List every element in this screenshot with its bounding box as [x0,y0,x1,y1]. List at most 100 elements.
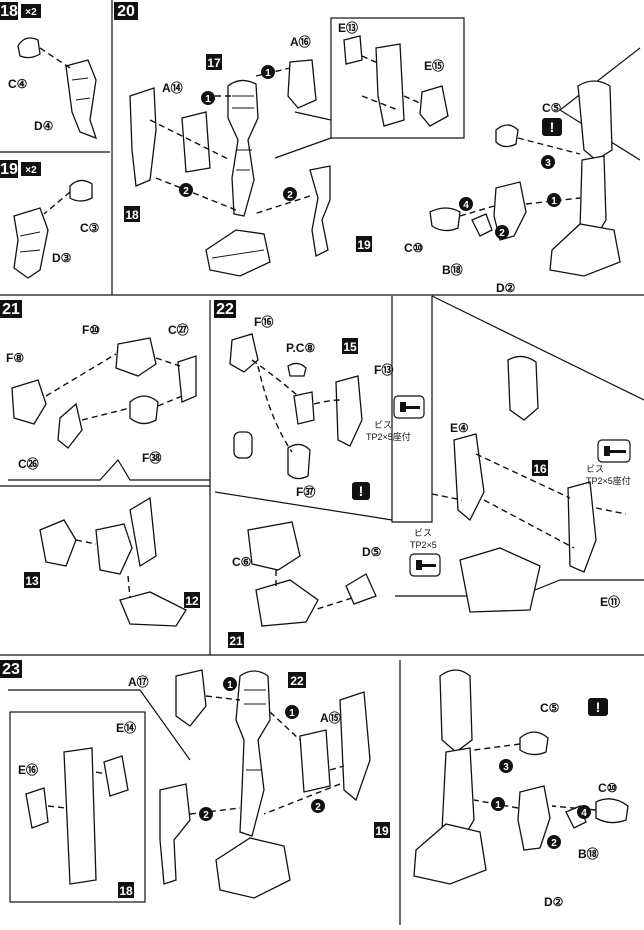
svg-text:1: 1 [205,94,211,105]
torso-frame-drawing [577,80,613,161]
svg-text:F㊳: F㊳ [142,450,161,465]
svg-text:ビス: ビス [586,464,604,474]
armor-19b-drawing [339,691,371,802]
svg-text:D②: D② [496,281,516,295]
svg-text:!: ! [359,483,364,499]
svg-text:E⑭: E⑭ [116,720,136,735]
svg-text:TP2×5: TP2×5 [410,540,437,550]
svg-text:D④: D④ [34,119,54,133]
svg-text:A⑰: A⑰ [128,674,149,689]
inset-frame-23-drawing [63,747,97,885]
armor-a16-drawing [287,59,317,109]
screw-icon [393,395,425,419]
joint-detail-drawing [233,431,253,459]
svg-text:2: 2 [551,838,557,849]
step19-diagram: C③ D③ [13,179,100,279]
svg-text:21: 21 [229,634,243,648]
svg-text:C③: C③ [80,221,100,235]
svg-text:D③: D③ [52,251,72,265]
part-b18-drawing [471,213,493,237]
svg-text:A⑯: A⑯ [290,34,311,49]
armor-18-drawing [129,87,157,187]
svg-text:1: 1 [227,680,233,691]
part-f37-drawing [287,443,311,480]
part-c4-drawing [17,37,41,59]
step-number-23: 23 [0,660,22,678]
svg-text:A⑮: A⑮ [320,710,341,725]
inset-part-e16 [25,787,49,829]
part-c5b-drawing [519,731,549,756]
svg-text:D②: D② [544,895,564,909]
svg-text:F⑯: F⑯ [254,314,273,329]
step20-inset-box [330,17,465,139]
svg-text:C㉗: C㉗ [168,322,189,337]
svg-text:18: 18 [125,208,139,222]
step-number-22: 22 [214,300,236,318]
foot-22-drawing [459,547,541,613]
svg-text:16: 16 [533,462,547,476]
step-number-19: 19 ×2 [0,160,41,178]
svg-text:!: ! [550,119,555,135]
part-e11-drawing [567,481,597,573]
step23-inset-box [9,711,146,903]
svg-text:C④: C④ [8,77,28,91]
screw-icon [409,553,441,577]
part-pc8-drawing [287,362,307,377]
caution-icon: ! [542,118,562,136]
step20-diagram: A⑯ 17 A⑭ E⑬ E⑮ 18 19 C⑤ C⑩ B⑱ D② [124,20,621,295]
inset-frame-drawing [375,43,405,127]
svg-text:2: 2 [287,190,293,201]
step-number-18: 18 ×2 [0,2,41,20]
step22-diagram: F⑯ P.C⑧ 15 F⑬ F㊲ ! ビス TP2×5座付 C⑥ D⑤ 21 [228,314,631,648]
svg-text:F⑧: F⑧ [6,351,24,365]
part-c26-drawing [57,402,83,449]
svg-text:×2: ×2 [25,165,37,176]
step18-diagram: C④ D④ [8,37,98,140]
svg-text:E④: E④ [450,421,469,435]
part-d2b-drawing [517,785,551,851]
armor-18b-drawing [159,783,191,885]
svg-text:1: 1 [289,708,295,719]
torso-23-drawing [439,669,473,753]
part-c6-drawing [247,521,301,571]
svg-text:TP2×5座付: TP2×5座付 [586,475,631,486]
svg-text:B⑱: B⑱ [578,846,599,861]
svg-text:D⑤: D⑤ [362,545,382,559]
svg-text:E⑯: E⑯ [18,762,38,777]
svg-text:C㉖: C㉖ [18,456,39,471]
svg-text:C⑤: C⑤ [542,101,562,115]
inset-part-e14 [103,755,129,797]
torso-22-drawing [507,355,539,421]
svg-text:F㊲: F㊲ [296,484,315,499]
svg-text:F⑩: F⑩ [82,323,100,337]
step-number-21: 21 [0,300,22,318]
part-f10-drawing [115,337,157,377]
screw-icon [597,439,631,463]
svg-text:C⑥: C⑥ [232,555,252,569]
svg-text:19: 19 [375,824,389,838]
armor-a15-drawing [299,729,331,793]
part-c3-drawing [69,179,93,202]
svg-text:1: 1 [265,68,271,79]
svg-text:E⑬: E⑬ [338,20,358,35]
step21-diagram: F⑩ C㉗ F⑧ C㉖ F㊳ 13 12 [6,322,200,627]
part-e4-drawing [453,433,485,522]
caution-icon: ! [352,482,370,500]
svg-text:4: 4 [463,200,469,211]
part-c10-drawing [429,207,461,232]
svg-text:×2: ×2 [25,7,37,18]
svg-text:22: 22 [216,301,234,318]
upper-body-drawing [95,523,133,575]
foot-23-right-drawing [413,823,487,885]
svg-text:P.C⑧: P.C⑧ [286,341,315,355]
armor-19-drawing [309,165,331,257]
svg-text:E⑮: E⑮ [424,58,444,73]
svg-text:C⑤: C⑤ [540,701,560,715]
svg-text:4: 4 [581,808,587,819]
part-c5-drawing [495,124,519,148]
inset-part-e15 [419,85,449,127]
base-12-drawing [119,591,187,627]
svg-text:19: 19 [357,238,371,252]
